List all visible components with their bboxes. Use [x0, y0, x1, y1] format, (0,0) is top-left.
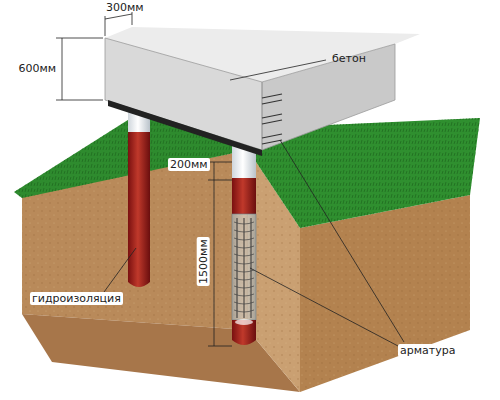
- material-label: бетон: [330, 52, 368, 65]
- rebar-tie: [234, 278, 254, 280]
- dimension-label: 1500мм: [196, 238, 209, 287]
- rebar-tie: [234, 262, 254, 264]
- rebar-cage: [234, 218, 254, 318]
- concrete-beam: [105, 27, 420, 156]
- rebar-tie: [234, 222, 254, 224]
- rebar-tie: [234, 302, 254, 304]
- dimension-label: 600мм: [16, 62, 58, 75]
- rebar-tie: [234, 310, 254, 312]
- rebar-tie: [234, 230, 254, 232]
- dimension-label: 200мм: [168, 158, 210, 171]
- rebar-tie: [234, 286, 254, 288]
- dimension-label: 300мм: [104, 1, 146, 14]
- rebar-tie: [234, 246, 254, 248]
- rebar-tie: [234, 294, 254, 296]
- part-label: гидроизоляция: [30, 292, 123, 305]
- rebar-rod: [244, 218, 245, 318]
- rebar-ends: [262, 94, 282, 144]
- part-label: арматура: [398, 344, 457, 357]
- pile-left: [128, 96, 150, 287]
- rebar-tie: [234, 254, 254, 256]
- rebar-tie: [234, 238, 254, 240]
- leader-lines: [104, 60, 404, 346]
- rebar-tie: [234, 270, 254, 272]
